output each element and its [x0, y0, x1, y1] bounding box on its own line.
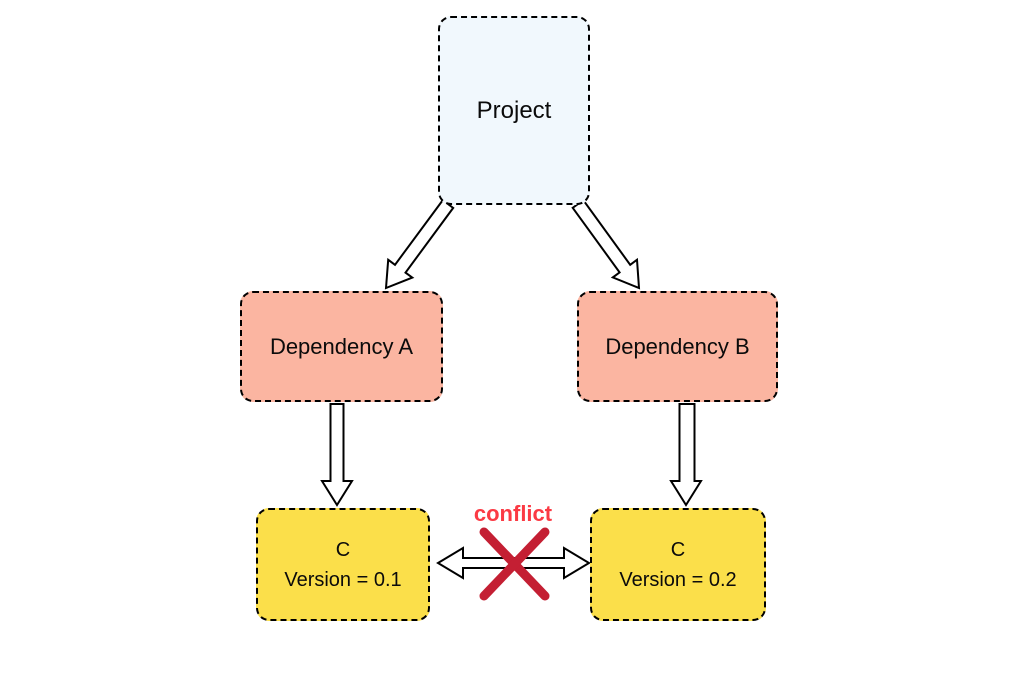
- arrow-project-to-dep-a-icon: [384, 198, 455, 290]
- node-dependency-b: Dependency B: [577, 291, 778, 402]
- node-project-label: Project: [476, 96, 552, 124]
- node-c1-name: C: [335, 538, 351, 561]
- node-dependency-a: Dependency A: [240, 291, 443, 402]
- node-c-version-01: C Version = 0.1: [256, 508, 430, 621]
- conflict-label: conflict: [473, 501, 553, 526]
- node-dependency-b-label: Dependency B: [605, 333, 750, 359]
- node-project: Project: [438, 16, 590, 205]
- node-c2-name: C: [670, 538, 686, 561]
- node-c1-version: Version = 0.1: [284, 568, 402, 591]
- arrow-project-to-dep-b-icon: [571, 198, 641, 290]
- arrow-dep-b-to-c2-icon: [669, 403, 703, 507]
- arrow-dep-a-to-c1-icon: [320, 403, 354, 507]
- node-dependency-a-label: Dependency A: [269, 333, 414, 359]
- node-c-version-02: C Version = 0.2: [590, 508, 766, 621]
- node-c2-version: Version = 0.2: [619, 568, 737, 591]
- conflict-x-icon: [479, 527, 550, 601]
